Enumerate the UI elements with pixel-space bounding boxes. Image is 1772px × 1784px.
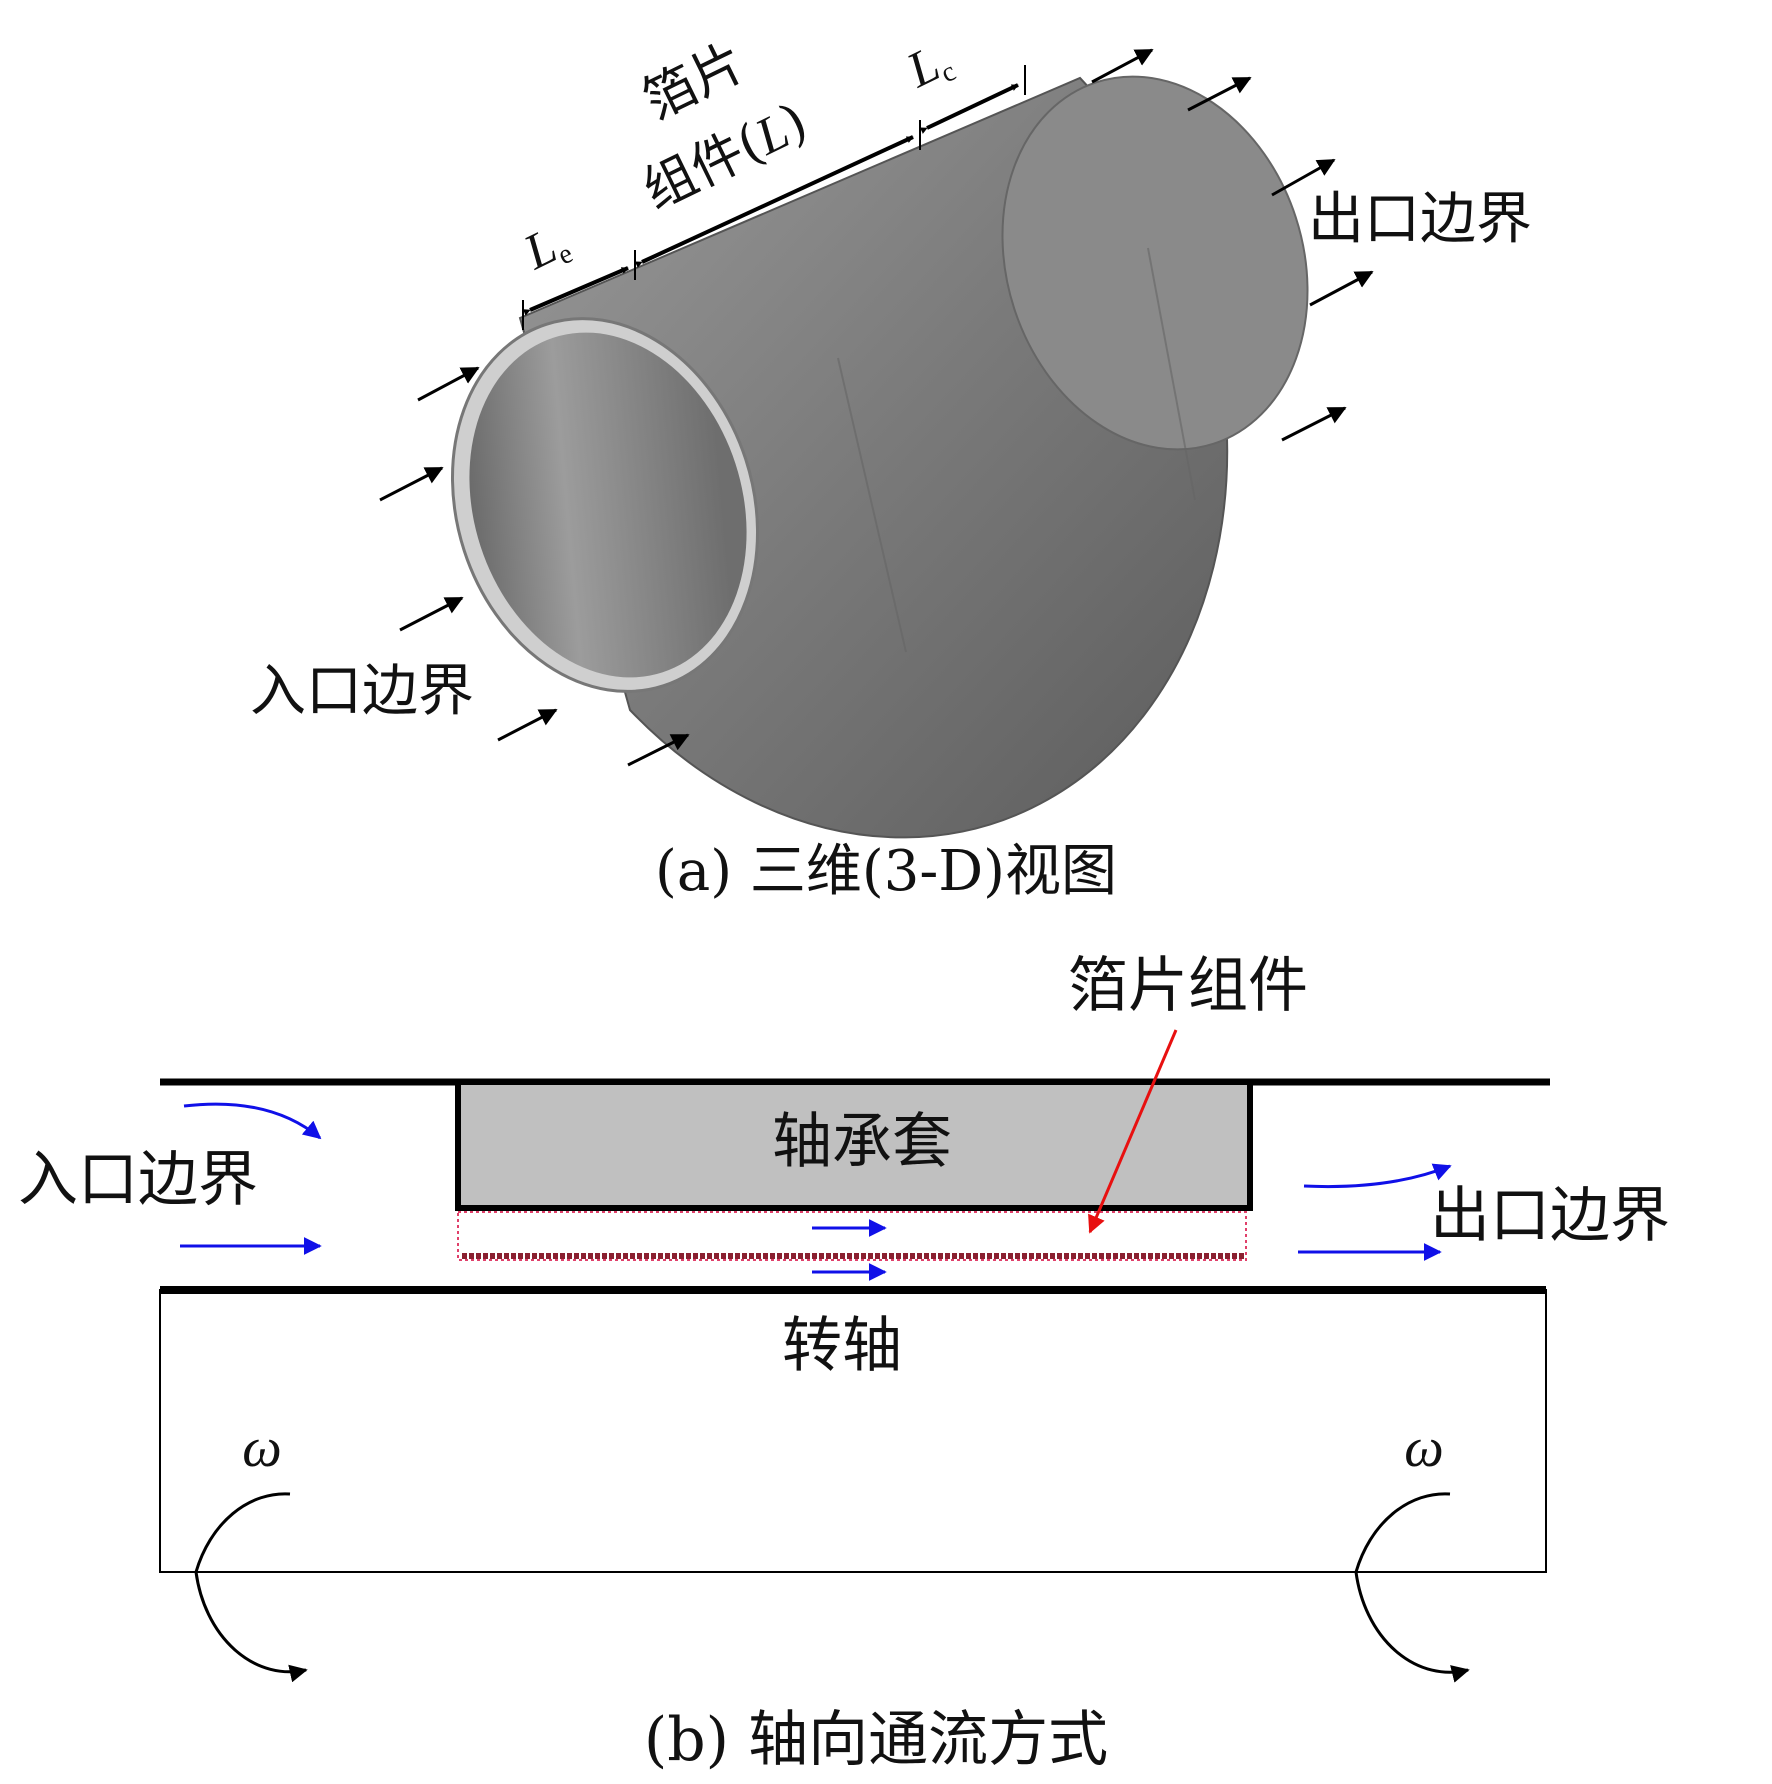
bearing-sleeve (455, 1079, 1253, 1211)
cylinder-body (450, 75, 1309, 839)
panel-b-axial-flow: 轴承套 转轴 箔片组件 入口边界 出口边界 (18, 951, 1670, 1775)
foil-assembly-layer (457, 1211, 1247, 1261)
foil-assembly-label-2d: 箔片组件 (1068, 951, 1308, 1021)
inlet-boundary-label-3d: 入口边界 (250, 659, 474, 724)
rotation-arrow-left (194, 1492, 308, 1683)
inlet-flow-arrows (379, 366, 690, 767)
omega-right: ω (1404, 1417, 1444, 1479)
panel-a-3d-view: 箔片 组件(L) Le Lc 出口边界 入口边界 (a) 三维(3-D)视图 (250, 30, 1532, 904)
inlet-flow-arrows-2d (180, 1102, 322, 1255)
panel-a-caption: (a) 三维(3-D)视图 (655, 839, 1117, 904)
lc-dimension-label: Lc (897, 30, 960, 102)
svg-text:Le: Le (514, 212, 577, 284)
outlet-boundary-label-2d: 出口边界 (1430, 1181, 1670, 1251)
outlet-boundary-label-3d: 出口边界 (1308, 187, 1532, 252)
svg-text:Lc: Lc (897, 30, 960, 102)
outlet-flow-arrows-2d (1298, 1163, 1452, 1261)
inlet-boundary-label-2d: 入口边界 (18, 1145, 258, 1215)
gap-flow-arrows (812, 1219, 887, 1281)
le-dimension-label: Le (514, 212, 577, 284)
shaft-label: 转轴 (782, 1311, 902, 1381)
foil-assembly-label-line1: 箔片 (634, 32, 754, 132)
foil-assembly-pointer (1088, 1029, 1178, 1234)
panel-b-caption: (b) 轴向通流方式 (644, 1705, 1108, 1775)
omega-left: ω (242, 1417, 282, 1479)
bearing-sleeve-label: 轴承套 (772, 1107, 952, 1177)
dimension-lines (522, 65, 1026, 330)
rotation-arrow-right (1354, 1492, 1470, 1683)
outlet-flow-arrows (1091, 48, 1374, 442)
